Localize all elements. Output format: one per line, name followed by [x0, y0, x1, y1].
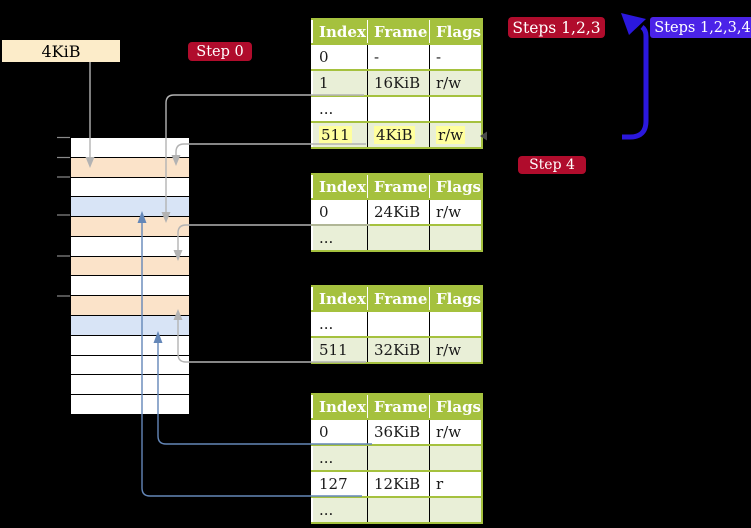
table-cell [367, 225, 430, 251]
highlighted-value: 4KiB [374, 126, 415, 144]
table-cell: ... [312, 497, 368, 523]
table-cell: r/w [429, 337, 482, 363]
memory-frame-free [71, 177, 189, 198]
table-cell: 0 [312, 44, 368, 70]
column-header: Flags [429, 286, 482, 311]
table-cell: 511 [312, 337, 368, 363]
physical-memory-column [70, 137, 190, 415]
table-cell: 16KiB [367, 70, 430, 96]
table-row: ... [312, 497, 482, 523]
memory-frame-page [71, 316, 189, 336]
table-cell: ... [312, 311, 368, 337]
table-cell: r/w [429, 419, 482, 445]
highlighted-value: 511 [319, 126, 352, 144]
table-cell: r/w [429, 122, 482, 148]
steps-123-label: Steps 1,2,3 [508, 17, 605, 38]
table-cell: 127 [312, 471, 368, 497]
table-cell [367, 96, 430, 122]
table-cell: 511 [312, 122, 368, 148]
table-cell: 36KiB [367, 419, 430, 445]
step0-label: Step 0 [188, 42, 252, 61]
table-row: ... [312, 311, 482, 337]
table-row: ... [312, 445, 482, 471]
memory-tick-marks [57, 136, 70, 297]
table-row: ... [312, 96, 482, 122]
column-header: Index [312, 394, 368, 419]
table-cell: 0 [312, 199, 368, 225]
table-cell: r/w [429, 199, 482, 225]
memory-frame-page [71, 197, 189, 218]
table-cell: ... [312, 225, 368, 251]
root-frame-label: 4KiB [2, 40, 120, 62]
table-cell: 32KiB [367, 337, 430, 363]
column-header: Index [312, 19, 368, 44]
table-cell: 12KiB [367, 471, 430, 497]
memory-frame-table [71, 256, 189, 277]
table-cell: 4KiB [367, 122, 430, 148]
memory-frame-free [71, 335, 189, 356]
steps-1234-label: Steps 1,2,3,4 [650, 17, 751, 38]
memory-frame-free [71, 138, 189, 158]
table-cell [429, 225, 482, 251]
table-row: 511 4KiB r/w [312, 122, 482, 148]
table-cell: r [429, 471, 482, 497]
table-cell: 1 [312, 70, 368, 96]
memory-frame-table [71, 157, 189, 178]
table-cell [429, 445, 482, 471]
column-header: Flags [429, 19, 482, 44]
table-cell: r/w [429, 70, 482, 96]
column-header: Flags [429, 174, 482, 199]
table-row: ... [312, 225, 482, 251]
table-cell: - [367, 44, 430, 70]
highlighted-value: r/w [436, 126, 466, 144]
memory-frame-table [71, 296, 189, 317]
memory-frame-free [71, 355, 189, 376]
table-cell [429, 96, 482, 122]
table-cell [367, 445, 430, 471]
memory-frame-free [71, 375, 189, 396]
memory-frame-free [71, 276, 189, 297]
recursive-loop-arrowhead [621, 13, 646, 35]
column-header: Frame [367, 19, 430, 44]
table-cell [367, 497, 430, 523]
table-cell: 0 [312, 419, 368, 445]
column-header: Flags [429, 394, 482, 419]
table-cell: ... [312, 445, 368, 471]
column-header: Index [312, 286, 368, 311]
column-header: Frame [367, 174, 430, 199]
table-cell [429, 311, 482, 337]
table-cell [429, 497, 482, 523]
table-cell [367, 311, 430, 337]
column-header: Index [312, 174, 368, 199]
step4-label: Step 4 [518, 156, 586, 174]
column-header: Frame [367, 286, 430, 311]
table-cell: ... [312, 96, 368, 122]
recursive-loop-arrow-shaft [622, 25, 649, 140]
table-cell: 24KiB [367, 199, 430, 225]
memory-frame-free [71, 395, 189, 414]
column-header: Frame [367, 394, 430, 419]
table-row: 0-- [312, 44, 482, 70]
table-cell: - [429, 44, 482, 70]
memory-frame-free [71, 236, 189, 257]
memory-frame-table [71, 217, 189, 237]
